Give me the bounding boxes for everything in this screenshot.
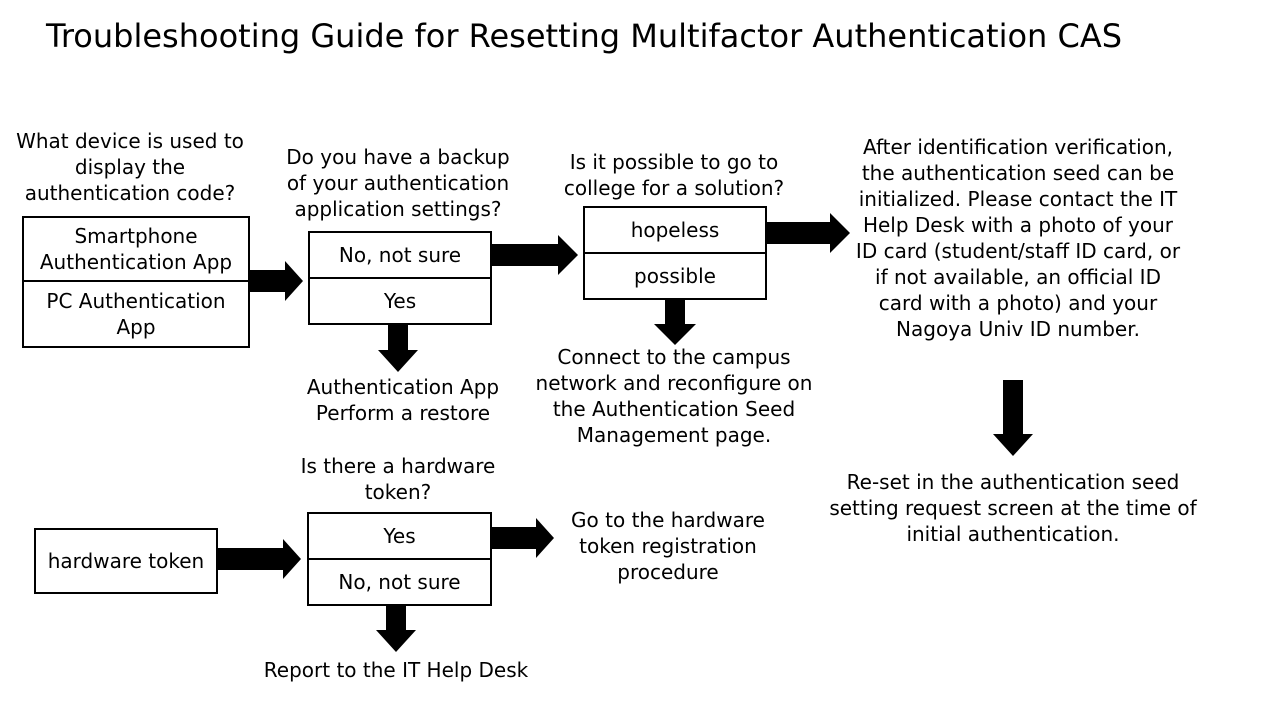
arrow-no-to-report	[376, 606, 416, 652]
hardware-registration-result: Go to the hardware token registration pr…	[571, 508, 765, 584]
option-backup-no: No, not sure	[308, 231, 492, 279]
hardware-question: Is there a hardware token?	[300, 454, 496, 504]
option-hardware-no: No, not sure	[307, 558, 492, 606]
backup-question: Do you have a backup of your authenticat…	[286, 145, 510, 221]
arrow-yes-to-registration	[492, 518, 554, 558]
arrow-device-to-backup	[250, 261, 303, 301]
arrow-hardware-to-question	[218, 539, 301, 579]
option-smartphone-app: Smartphone Authentication App	[22, 216, 250, 282]
arrow-hopeless-to-helpdesk	[767, 213, 850, 253]
reset-result: Re-set in the authentication seed settin…	[829, 470, 1197, 546]
college-question: Is it possible to go to college for a so…	[563, 150, 785, 200]
helpdesk-instructions: After identification verification, the a…	[855, 135, 1181, 341]
option-hardware-yes: Yes	[307, 512, 492, 560]
arrow-backup-to-college	[492, 235, 578, 275]
restore-result: Authentication App Perform a restore	[306, 375, 500, 425]
option-possible: possible	[583, 252, 767, 300]
arrow-yes-to-restore	[378, 325, 418, 372]
report-helpdesk-result: Report to the IT Help Desk	[263, 658, 529, 682]
option-pc-app: PC Authentication App	[22, 280, 250, 348]
option-backup-yes: Yes	[308, 277, 492, 325]
hardware-token-box: hardware token	[34, 528, 218, 594]
campus-network-result: Connect to the campus network and reconf…	[535, 345, 813, 447]
arrow-instructions-to-reset	[993, 380, 1033, 456]
arrow-possible-to-campus	[654, 300, 696, 345]
device-question: What device is used to display the authe…	[16, 129, 244, 205]
page-title: Troubleshooting Guide for Resetting Mult…	[46, 17, 1123, 55]
